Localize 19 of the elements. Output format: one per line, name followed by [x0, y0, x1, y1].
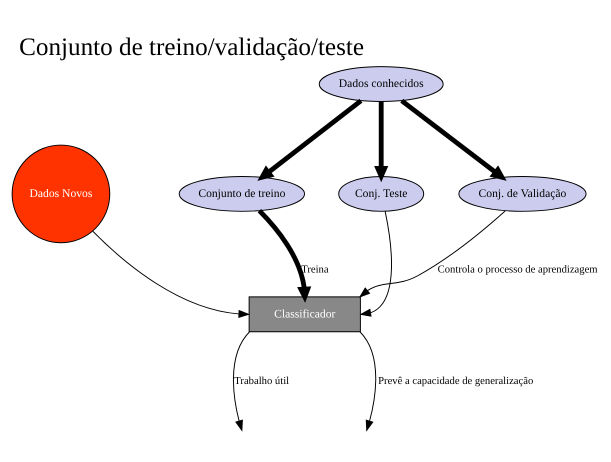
node-ellipse: Conjunto de treino [178, 176, 306, 212]
node-ellipse: Conj. de Validação [458, 176, 587, 212]
edge-label: Prevê a capacidade de generalização [378, 376, 534, 387]
diagram-title: Conjunto de treino/validação/teste [19, 34, 364, 61]
arrow [374, 102, 388, 182]
arrow [258, 208, 312, 303]
edge-label: Trabalho útil [234, 376, 290, 387]
arrow [232, 331, 250, 432]
arrow [359, 331, 376, 432]
node-circle: Dados Novos [12, 144, 110, 244]
arrow [359, 210, 392, 317]
arrow [92, 230, 250, 318]
node-box: Classificador [248, 296, 361, 332]
arrow [257, 98, 362, 181]
arrow [358, 210, 506, 298]
arrow [400, 98, 507, 181]
node-ellipse: Conj. Teste [338, 176, 424, 212]
edge-label: Controla o processo de aprendizagem [438, 264, 598, 276]
node-ellipse: Dados conhecidos [318, 66, 444, 102]
